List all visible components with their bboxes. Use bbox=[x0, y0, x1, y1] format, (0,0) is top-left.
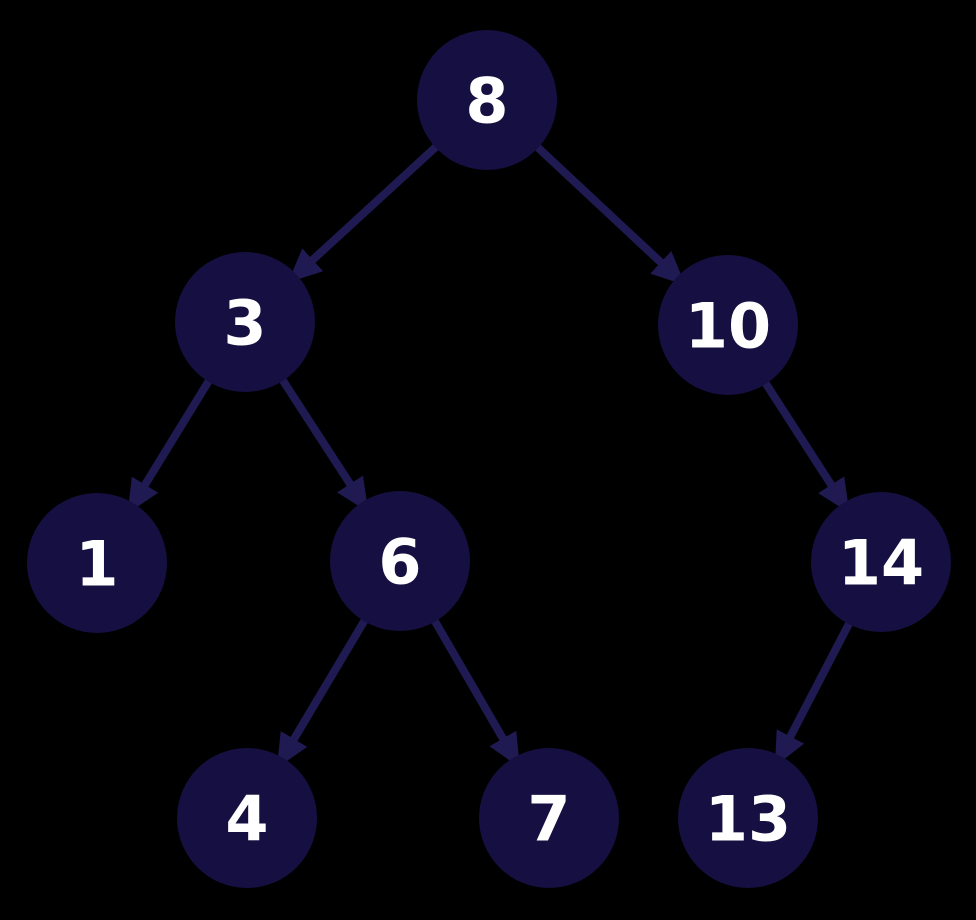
node-label: 1 bbox=[75, 527, 118, 600]
tree-edge-6-7 bbox=[430, 617, 523, 769]
node-label: 3 bbox=[223, 286, 266, 359]
tree-node-13: 13 bbox=[678, 748, 818, 888]
node-circle bbox=[175, 252, 315, 392]
tree-node-14: 14 bbox=[811, 492, 951, 632]
tree-node-3: 3 bbox=[175, 252, 315, 392]
tree-node-6: 6 bbox=[330, 491, 470, 631]
node-circle bbox=[658, 255, 798, 395]
node-circle bbox=[330, 491, 470, 631]
node-label: 7 bbox=[527, 782, 570, 855]
node-label: 13 bbox=[705, 782, 791, 855]
node-circle bbox=[417, 30, 557, 170]
tree-node-1: 1 bbox=[27, 493, 167, 633]
node-label: 4 bbox=[225, 782, 268, 855]
node-circle bbox=[678, 748, 818, 888]
tree-edge-14-13 bbox=[772, 620, 854, 767]
tree-edge-3-6 bbox=[278, 376, 371, 513]
node-circle bbox=[811, 492, 951, 632]
node-circle bbox=[479, 748, 619, 888]
node-circle bbox=[27, 493, 167, 633]
tree-edge-6-4 bbox=[274, 617, 369, 769]
tree-edge-8-10 bbox=[533, 143, 687, 288]
node-label: 6 bbox=[378, 525, 421, 598]
tree-node-10: 10 bbox=[658, 255, 798, 395]
tree-edge-3-1 bbox=[124, 377, 213, 514]
node-label: 10 bbox=[685, 289, 771, 362]
node-label: 8 bbox=[465, 64, 508, 137]
tree-edge-10-14 bbox=[761, 379, 852, 514]
node-circle bbox=[177, 748, 317, 888]
tree-node-7: 7 bbox=[479, 748, 619, 888]
tree-edge-8-3 bbox=[286, 143, 440, 285]
tree-node-4: 4 bbox=[177, 748, 317, 888]
tree-node-8: 8 bbox=[417, 30, 557, 170]
node-label: 14 bbox=[838, 526, 924, 599]
